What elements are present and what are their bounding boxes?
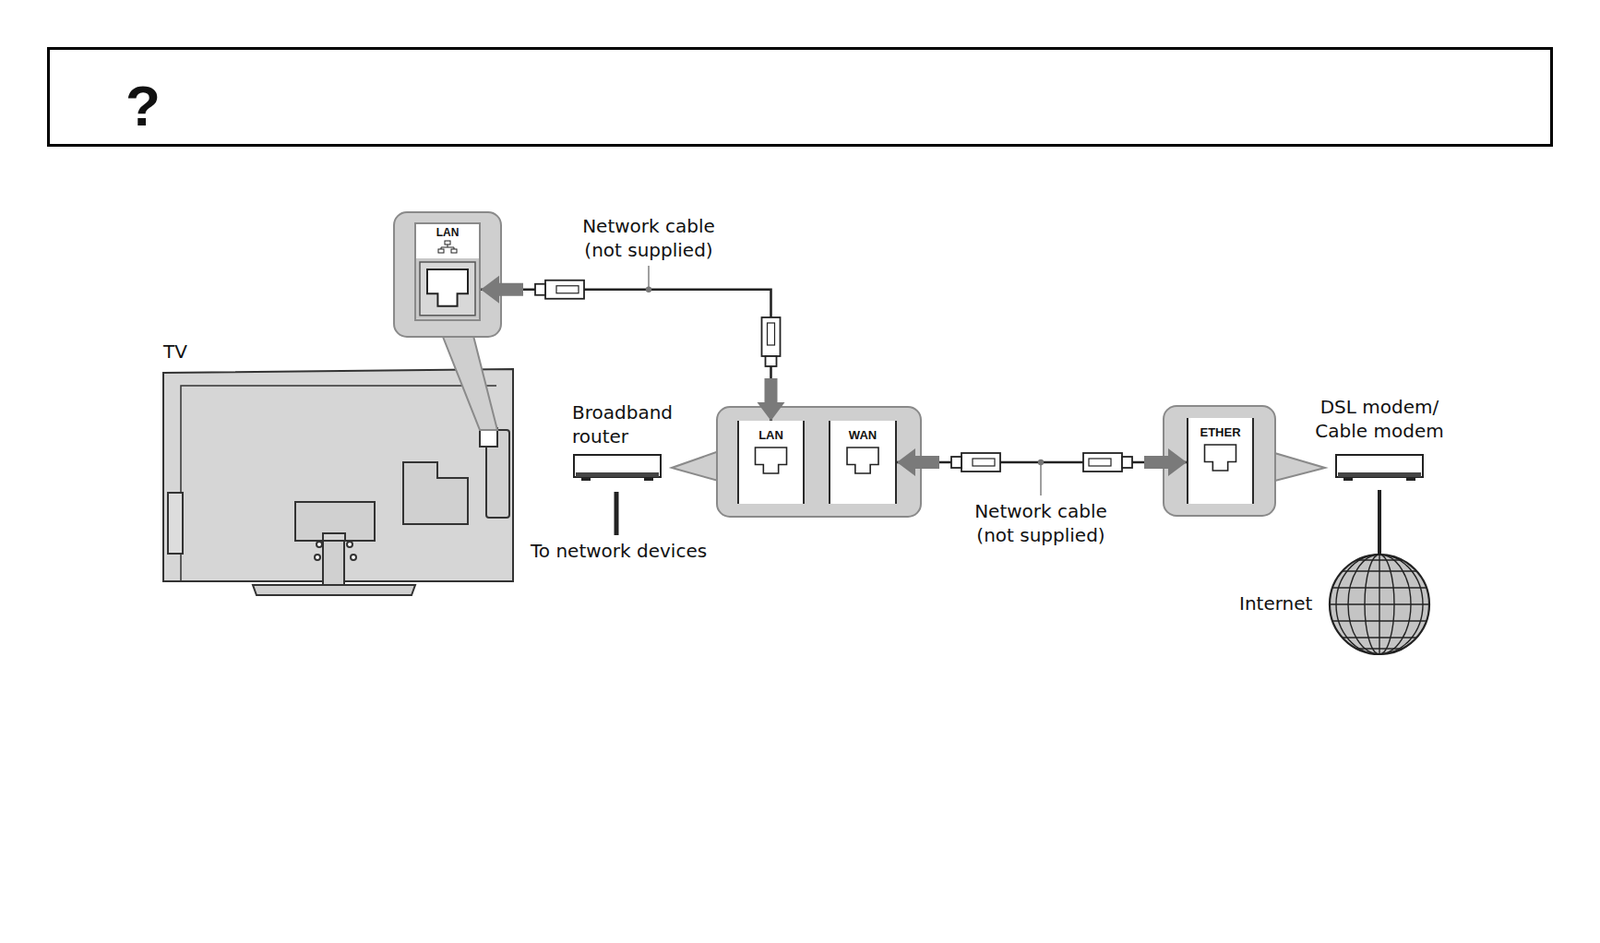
network-symbol	[438, 240, 457, 253]
arrowhead	[480, 275, 524, 304]
cable-label: Network cable (not supplied)	[960, 499, 1123, 548]
callout	[716, 406, 921, 517]
parallel	[1356, 647, 1403, 649]
router-foot	[581, 477, 591, 481]
lan-port-panel: LAN	[737, 420, 805, 504]
heading-box: ?	[47, 47, 1553, 147]
modem-base	[1337, 472, 1421, 478]
leader-dot	[645, 286, 652, 293]
lan-line	[614, 491, 620, 536]
device-label: Broadband router	[572, 400, 688, 449]
port-icon	[1188, 442, 1253, 504]
screw-hole	[350, 554, 357, 561]
port-name: WAN	[830, 420, 896, 442]
tv-side-slot	[167, 492, 183, 554]
network-cable	[480, 265, 786, 421]
leader-dot	[1038, 459, 1044, 466]
port-frame	[419, 262, 476, 316]
screw-hole	[314, 554, 321, 561]
port-name: LAN	[416, 224, 479, 239]
stand-mount	[295, 501, 375, 541]
internet-line	[1377, 489, 1382, 554]
cable-plug	[762, 317, 781, 367]
globe	[1329, 554, 1430, 655]
device-label: TV	[163, 339, 188, 364]
note-label: To network devices	[530, 538, 707, 563]
screw-hole	[346, 541, 353, 548]
rj45-port	[427, 269, 468, 307]
port-surround	[416, 258, 479, 320]
arrowhead	[757, 378, 786, 421]
modem-callout	[1163, 405, 1326, 516]
port-icon	[416, 239, 479, 320]
tv-callout	[394, 212, 502, 430]
port-name: ETHER	[1188, 417, 1253, 440]
port-icon	[739, 445, 803, 504]
router	[573, 454, 661, 536]
parallel	[1332, 586, 1427, 588]
leader-line	[1039, 462, 1041, 496]
wan-port-panel: WAN	[828, 420, 897, 504]
arrowhead	[1144, 448, 1187, 477]
callout-tail	[1271, 452, 1326, 482]
heading-text: ?	[125, 77, 1551, 135]
parallel	[1356, 559, 1403, 561]
rj45-port	[1205, 444, 1237, 471]
cable-plug	[1083, 453, 1133, 472]
rj45-port	[847, 447, 879, 474]
modem-body	[1336, 454, 1423, 478]
callout-tail	[671, 450, 722, 482]
callout	[394, 212, 502, 337]
globe-outline	[1329, 554, 1430, 655]
cable-line	[480, 289, 772, 421]
cable-plug	[951, 453, 1001, 472]
parallel	[1342, 570, 1417, 572]
cable-label: Network cable (not supplied)	[568, 214, 730, 263]
rj45-port	[755, 447, 788, 474]
router-foot	[644, 477, 654, 481]
modem	[1336, 454, 1423, 554]
port-icon	[830, 445, 896, 504]
lan-port-panel: LAN	[414, 222, 481, 322]
device-label: DSL modem/ Cable modem	[1310, 394, 1449, 443]
parallel	[1329, 603, 1430, 605]
stand-neck	[322, 540, 345, 586]
ether-port-panel: ETHER	[1186, 417, 1254, 504]
network-cable	[896, 448, 1187, 496]
callout-tail	[441, 332, 498, 430]
router-body	[573, 454, 661, 478]
cable-plug	[535, 280, 585, 299]
screw-hole	[316, 541, 323, 548]
router-base	[575, 472, 659, 478]
router-callout	[671, 406, 921, 517]
tv-rear	[163, 369, 514, 596]
port-name: LAN	[739, 420, 803, 442]
modem-foot	[1343, 477, 1353, 481]
modem-foot	[1406, 477, 1416, 481]
tv-cover	[403, 462, 468, 525]
parallel	[1342, 636, 1417, 638]
arrowhead	[896, 448, 940, 477]
device-label: Internet	[1239, 591, 1313, 616]
stand-base	[252, 585, 416, 596]
leader-line	[647, 265, 649, 290]
parallel	[1332, 620, 1427, 621]
